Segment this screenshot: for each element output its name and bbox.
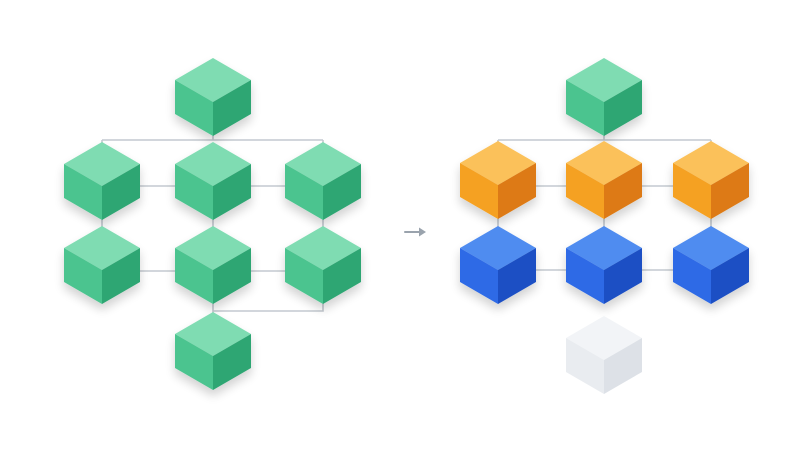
left-root-cube-left-face <box>175 80 213 136</box>
right-row2-cube-3 <box>673 226 749 304</box>
left-row2-cube-2-right-face <box>213 248 251 304</box>
right-row2-cube-3-right-face <box>711 248 749 304</box>
left-row1-cube-1-left-face <box>64 164 102 220</box>
right-row2-cube-2 <box>566 226 642 304</box>
right-row1-cube-1 <box>460 141 536 219</box>
right-child-cube-right-face <box>604 338 642 394</box>
left-root-cube <box>175 58 251 136</box>
left-child-cube-right-face <box>213 334 251 390</box>
left-row1-cube-1-right-face <box>102 164 140 220</box>
right-row2-cube-3-left-face <box>673 248 711 304</box>
left-row1-cube-3 <box>285 142 361 220</box>
right-row2-cube-2-right-face <box>604 248 642 304</box>
right-row2-cube-1-right-face <box>498 248 536 304</box>
right-row1-cube-3-left-face <box>673 163 711 219</box>
right-row2-cube-2-left-face <box>566 248 604 304</box>
left-row2-bus <box>213 298 324 312</box>
left-row1-cube-2-left-face <box>175 164 213 220</box>
left-child-cube-left-face <box>175 334 213 390</box>
arrow-head <box>419 227 426 237</box>
left-row1-cube-3-left-face <box>285 164 323 220</box>
left-child-cube <box>175 312 251 390</box>
left-row2-cube-2 <box>175 226 251 304</box>
left-root-cube-right-face <box>213 80 251 136</box>
left-row2-cube-3-right-face <box>323 248 361 304</box>
left-row2-cube-1-left-face <box>64 248 102 304</box>
left-row2-cube-3 <box>285 226 361 304</box>
left-row2-cube-1 <box>64 226 140 304</box>
right-row2-cube-1 <box>460 226 536 304</box>
right-row2-cube-1-left-face <box>460 248 498 304</box>
right-child-cube <box>566 316 642 394</box>
left-row2-cube-3-left-face <box>285 248 323 304</box>
right-child-cube-left-face <box>566 338 604 394</box>
cubes-layer <box>64 58 749 394</box>
left-row2-cube-1-right-face <box>102 248 140 304</box>
left-row1-cube-2 <box>175 142 251 220</box>
left-row1-cube-1 <box>64 142 140 220</box>
right-row1-cube-3 <box>673 141 749 219</box>
right-row1-cube-3-right-face <box>711 163 749 219</box>
left-row1-cube-3-right-face <box>323 164 361 220</box>
arrow-right-icon <box>404 227 426 237</box>
right-row1-cube-1-right-face <box>498 163 536 219</box>
right-root-cube <box>566 58 642 136</box>
right-row1-cube-2-left-face <box>566 163 604 219</box>
right-root-cube-right-face <box>604 80 642 136</box>
right-row1-cube-2 <box>566 141 642 219</box>
right-row1-cube-2-right-face <box>604 163 642 219</box>
right-row1-cube-1-left-face <box>460 163 498 219</box>
left-row2-cube-2-left-face <box>175 248 213 304</box>
right-root-cube-left-face <box>566 80 604 136</box>
left-row1-cube-2-right-face <box>213 164 251 220</box>
